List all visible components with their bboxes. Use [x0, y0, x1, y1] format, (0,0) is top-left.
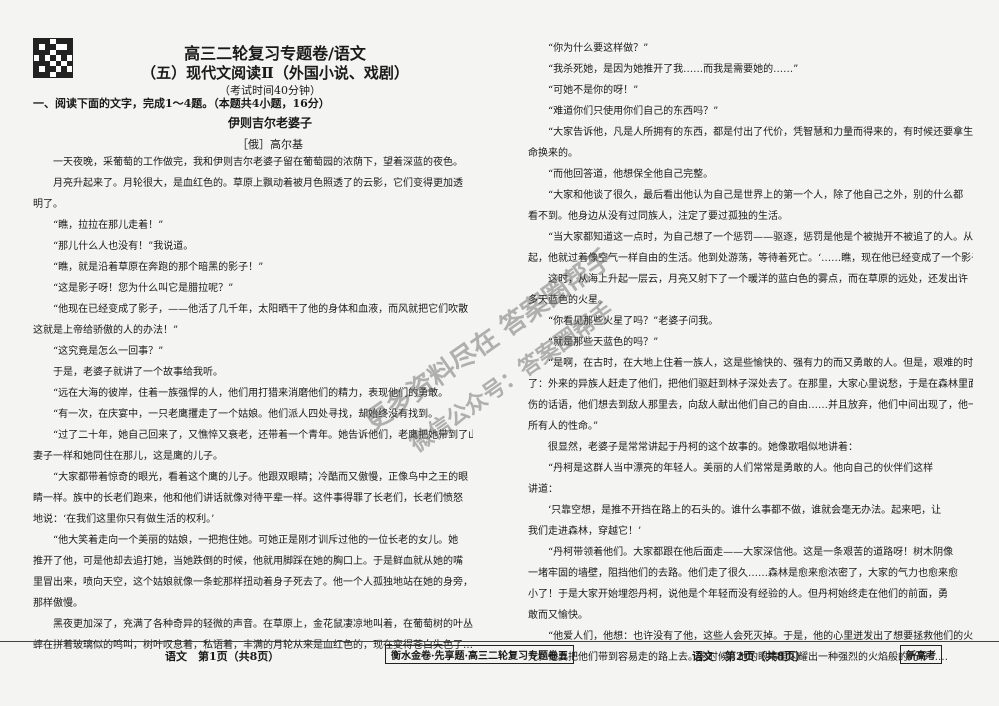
footer-divider: [500, 641, 999, 642]
right-body-text: “你为什么要这样做？” “我杀死她，是因为她推开了我……而我是需要她的……” “…: [528, 38, 973, 668]
paragraph: “过了二十年，她自己回来了，又憔悴又衰老，还带着一个青年。她告诉他们，老鹰把她带…: [53, 430, 473, 441]
paragraph: 明了。: [33, 199, 63, 210]
paragraph: “我杀死她，是因为她推开了我……而我是需要她的……”: [548, 64, 799, 75]
paragraph: “难道你们只使用你们自己的东西吗？”: [548, 106, 719, 117]
paragraph: 所有人的性命。”: [528, 421, 599, 432]
page-number-2: 语文 第2页（共8页）: [692, 650, 807, 663]
paragraph: “是啊，在古时，在大地上住着一族人，这是些愉快的、强有力的而又勇敢的人。但是，艰…: [548, 358, 973, 369]
page-number-1: 语文 第1页（共8页）: [165, 650, 280, 663]
paragraph: 伤的话语，他们想去到敌人那里去，向敌人献出他们自己的自由……并且放弃，他们中间出…: [528, 400, 973, 411]
paragraph: “这是影子呀！您为什么叫它是腊拉呢？”: [53, 283, 234, 294]
paragraph: ‘只靠空想，是推不开挡在路上的石头的。谁什么事都不做，谁就会毫无办法。起来吧，让: [548, 505, 942, 516]
qr-code-icon: [33, 38, 73, 78]
new-gaokao-badge: 新高考: [900, 645, 942, 664]
paragraph: 月亮升起来了。月轮很大，是血红色的。草原上飘动着被月色照透了的云影，它们变得更加…: [53, 178, 463, 189]
paragraph: “可她不是你的呀！”: [548, 85, 639, 96]
paragraph: “他大笑着走向一个美丽的姑娘，一把抱住她。可她正是刚才训斥过他的一位长老的女儿。…: [53, 535, 459, 546]
paragraph: “大家都带着惊奇的眼光，看着这个鹰的儿子。他跟双眼睛；冷酷而又傲慢，正像鸟中之王…: [53, 472, 469, 483]
paragraph: 命换来的。: [528, 148, 578, 159]
paragraph: “瞧，拉拉在那儿走着！”: [53, 220, 164, 231]
paragraph: “大家和他谈了很久，最后看出他认为自己是世界上的第一个人，除了他自己之外，别的什…: [548, 190, 964, 201]
paragraph: 于是，老婆子就讲了一个故事给我听。: [53, 367, 223, 378]
paragraph: “你为什么要这样做？”: [548, 43, 649, 54]
paragraph: 了：外来的异族人赶走了他们，把他们驱赶到林子深处去了。在那里，大家心里说愁，于是…: [528, 379, 973, 390]
paragraph: 小了！于是大家开始埋怨丹柯，说他是个年轻而没有经验的人。但丹柯始终走在他们的前面…: [528, 589, 948, 600]
paper-subtitle: （五）现代文阅读Ⅱ（外国小说、戏剧）: [141, 64, 409, 82]
footer-divider: [0, 641, 500, 642]
paragraph: 我们走进森林，穿越它！’: [528, 526, 642, 537]
story-title: 伊则吉尔老婆子: [227, 116, 312, 130]
paragraph: 敢而又愉快。: [528, 610, 588, 621]
paragraph: “远在大海的彼岸，住着一族强悍的人，他们用打猎来消磨他们的精力，表现他们的勇敢。: [53, 388, 449, 399]
section-heading: 一、阅读下面的文字，完成1～4题。（本题共4小题，16分）: [33, 97, 330, 110]
paragraph: “这究竟是怎么一回事？”: [53, 346, 164, 357]
paragraph: 这时，从海上升起一层云，月亮又射下了一个暖洋的蓝白色的雾点，而在草原的远处，还发…: [548, 274, 968, 285]
paragraph: 推开了他，可是他却去追打她，当她跌倒的时候，他就用脚踩在她的胸口上。于是鲜血就从…: [33, 556, 463, 567]
paragraph: “那儿什么人也没有！”我说道。: [53, 241, 194, 252]
paragraph: 地说：‘在我们这里你只有做生活的权利。’: [33, 514, 215, 525]
right-page: “你为什么要这样做？” “我杀死她，是因为她推开了我……而我是需要她的……” “…: [500, 0, 999, 706]
paragraph: 起，他就过着像空气一样自由的生活。他到处游荡，等待着死亡。‘……瞧，现在他已经变…: [528, 253, 973, 264]
paragraph: 那样傲慢。: [33, 598, 83, 609]
left-body-text: 一天夜晚，采葡萄的工作做完，我和伊则吉尔老婆子留在葡萄园的浓荫下，望着深蓝的夜色…: [33, 152, 473, 656]
paragraph: “他现在已经变成了影子，——他活了几千年，太阳晒干了他的身体和血液，而风就把它们…: [53, 304, 469, 315]
left-page: 高三二轮复习专题卷/语文 （五）现代文阅读Ⅱ（外国小说、戏剧） （考试时间40分…: [0, 38, 574, 664]
paragraph: 这就是上帝给骄傲的人的办法！”: [33, 325, 179, 336]
paragraph: “大家告诉他，凡是人所拥有的东西，都是付出了代价，凭智慧和力量而得来的，有时候还…: [548, 127, 973, 138]
paragraph: “就是那些天蓝色的吗？”: [548, 337, 659, 348]
paragraph: 妻子一样和她同住在那儿，这是鹰的儿子。: [33, 451, 223, 462]
paragraph: 多天蓝色的火星。: [528, 295, 608, 306]
paragraph: 黑夜更加深了，充满了各种奇异的轻微的声音。在草原上，金花鼠凄凉地叫着，在葡萄树的…: [53, 619, 473, 630]
paragraph: 一堵牢固的墙壁，阻挡他们的去路。他们走了很久……森林是愈来愈浓密了，大家的气力也…: [528, 568, 958, 579]
paragraph: 看不到。他身边从没有过同族人，注定了要过孤独的生活。: [528, 211, 788, 222]
series-label: 衡水金卷·先享题·高三二轮复习专题卷五: [385, 645, 574, 664]
paragraph: 一天夜晚，采葡萄的工作做完，我和伊则吉尔老婆子留在葡萄园的浓荫下，望着深蓝的夜色…: [53, 157, 463, 168]
paragraph: “当大家都知道这一点时，为自己想了一个惩罚——驱逐，惩罚是他是个被抛开不被追了的…: [548, 232, 973, 243]
paragraph: “瞧，就是沿着草原在奔跑的那个暗黑的影子！”: [53, 262, 264, 273]
paragraph: “丹柯是这群人当中漂亮的年轻人。美丽的人们常常是勇敢的人。他向自己的伙伴们这样: [548, 463, 934, 474]
paragraph: “有一次，在庆宴中，一只老鹰攫走了一个姑娘。他们派人四处寻找，却始终没有找到。: [53, 409, 439, 420]
paragraph: 讲道：: [528, 484, 558, 495]
paragraph: 蟀在拼着玻璃似的鸣叫，树叶叹息着，私语着，丰满的月轮从来是血红色的，现在变得苍白…: [33, 640, 473, 651]
paragraph: “他爱人们，他想：也许没有了他，这些人会死灭掉。于是，他的心里迸发出了想要拯救他…: [548, 631, 973, 642]
paragraph: “而他回答道，他想保全他自己完整。: [548, 169, 714, 180]
paper-title: 高三二轮复习专题卷/语文: [184, 44, 366, 63]
paragraph: 很显然，老婆子是常常讲起于丹柯的这个故事的。她像歌唱似地讲着：: [548, 442, 858, 453]
exam-time: （考试时间40分钟）: [219, 84, 321, 97]
story-author: ［俄］高尔基: [237, 138, 303, 151]
paragraph: “丹柯带领着他们。大家都跟在他后面走——大家深信他。这是一条艰苦的道路呀！树木阴…: [548, 547, 954, 558]
paragraph: “你看见那些火星了吗？”老婆子问我。: [548, 316, 719, 327]
paragraph: 光，他要把他们带到容易走的路上去。这时候，他的眼睛里闪耀出一种强烈的火焰般的光彩…: [528, 652, 948, 663]
paragraph: 睛一样。族中的长老们跑来，他和他们讲话就像对待平辈一样。这件事得罪了长老们，长老…: [33, 493, 463, 504]
paragraph: 里冒出来，喷向天空，这个姑娘就像一条蛇那样扭动着身子死去了。他一个人孤独地站在她…: [33, 577, 473, 588]
